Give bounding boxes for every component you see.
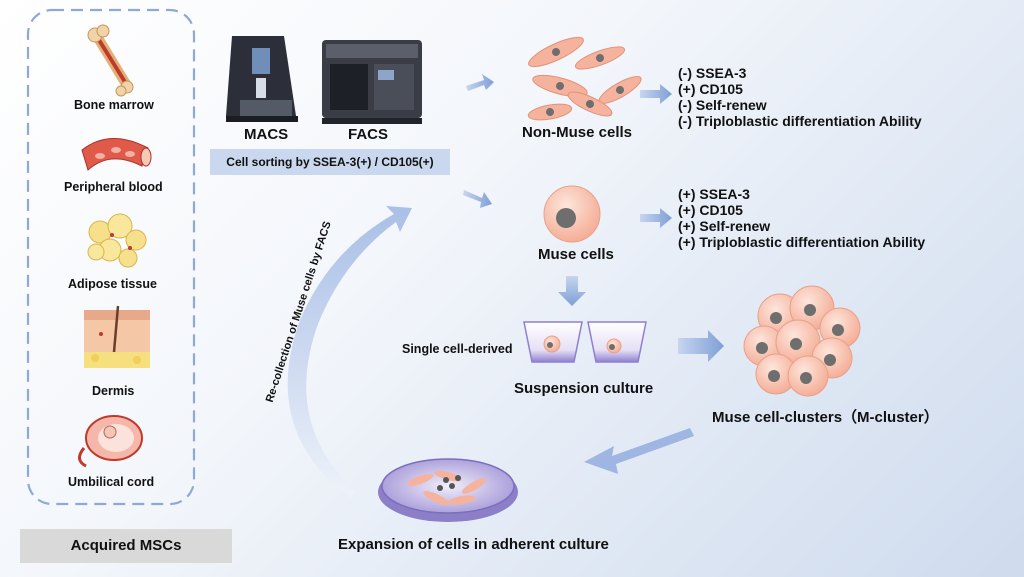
acquired-mscs-label: Acquired MSCs <box>20 529 232 563</box>
non-muse-markers: (-) SSEA-3 (+) CD105 (-) Self-renew (-) … <box>678 65 922 129</box>
muse-marker-differentiation: (+) Triploblastic differentiation Abilit… <box>678 234 926 250</box>
fetus-icon <box>78 415 143 468</box>
non-muse-label: Non-Muse cells <box>522 124 633 141</box>
source-label-peripheral-blood: Peripheral blood <box>64 180 163 194</box>
muse-markers: (+) SSEA-3 (+) CD105 (+) Self-renew (+) … <box>678 186 925 250</box>
non-muse-marker-self-renew: (-) Self-renew <box>678 97 767 113</box>
source-label-adipose-tissue: Adipose tissue <box>68 277 157 291</box>
muse-marker-cd105: (+) CD105 <box>678 202 743 218</box>
muse-marker-ssea3: (+) SSEA-3 <box>678 186 750 202</box>
source-label-umbilical-cord: Umbilical cord <box>68 475 155 489</box>
arrow-cluster-to-adherent <box>584 428 694 474</box>
m-cluster-icon <box>743 285 861 397</box>
non-muse-marker-differentiation: (-) Triploblastic differentiation Abilit… <box>678 113 922 129</box>
source-label-dermis: Dermis <box>92 384 135 398</box>
facs-device-icon <box>322 40 422 124</box>
arrow-muse-to-suspension <box>558 276 586 306</box>
m-cluster-label: Muse cell-clusters（M-cluster） <box>712 409 939 426</box>
non-muse-marker-ssea3: (-) SSEA-3 <box>678 65 747 81</box>
macs-device-icon <box>226 36 298 122</box>
muse-cell-icon <box>543 185 601 243</box>
arrow-sorting-to-muse <box>463 190 492 208</box>
sorting-caption: Cell sorting by SSEA-3(+) / CD105(+) <box>210 149 450 175</box>
skin-icon <box>84 305 150 368</box>
arrow-recollection <box>287 206 412 498</box>
adipose-icon <box>87 213 147 268</box>
muse-marker-self-renew: (+) Self-renew <box>678 218 771 234</box>
muse-label: Muse cells <box>538 246 614 263</box>
arrow-muse-to-markers <box>640 208 672 228</box>
suspension-wells-icon <box>523 321 647 363</box>
source-label-bone-marrow: Bone marrow <box>74 98 154 112</box>
non-muse-marker-cd105: (+) CD105 <box>678 81 743 97</box>
bone-marrow-icon <box>87 24 134 97</box>
macs-label: MACS <box>244 126 289 143</box>
culture-dish-icon <box>378 458 518 522</box>
suspension-culture-label: Suspension culture <box>514 380 654 397</box>
arrow-non-muse-to-markers <box>640 84 672 104</box>
single-cell-derived-label: Single cell-derived <box>402 342 513 356</box>
adherent-culture-label: Expansion of cells in adherent culture <box>338 536 609 553</box>
sources-frame <box>26 8 196 506</box>
arrow-sorting-to-non-muse <box>466 74 494 91</box>
blood-vessel-icon <box>81 138 152 171</box>
arrow-suspension-to-cluster <box>678 330 724 362</box>
facs-label: FACS <box>348 126 389 143</box>
non-muse-cells-icon <box>527 36 642 121</box>
